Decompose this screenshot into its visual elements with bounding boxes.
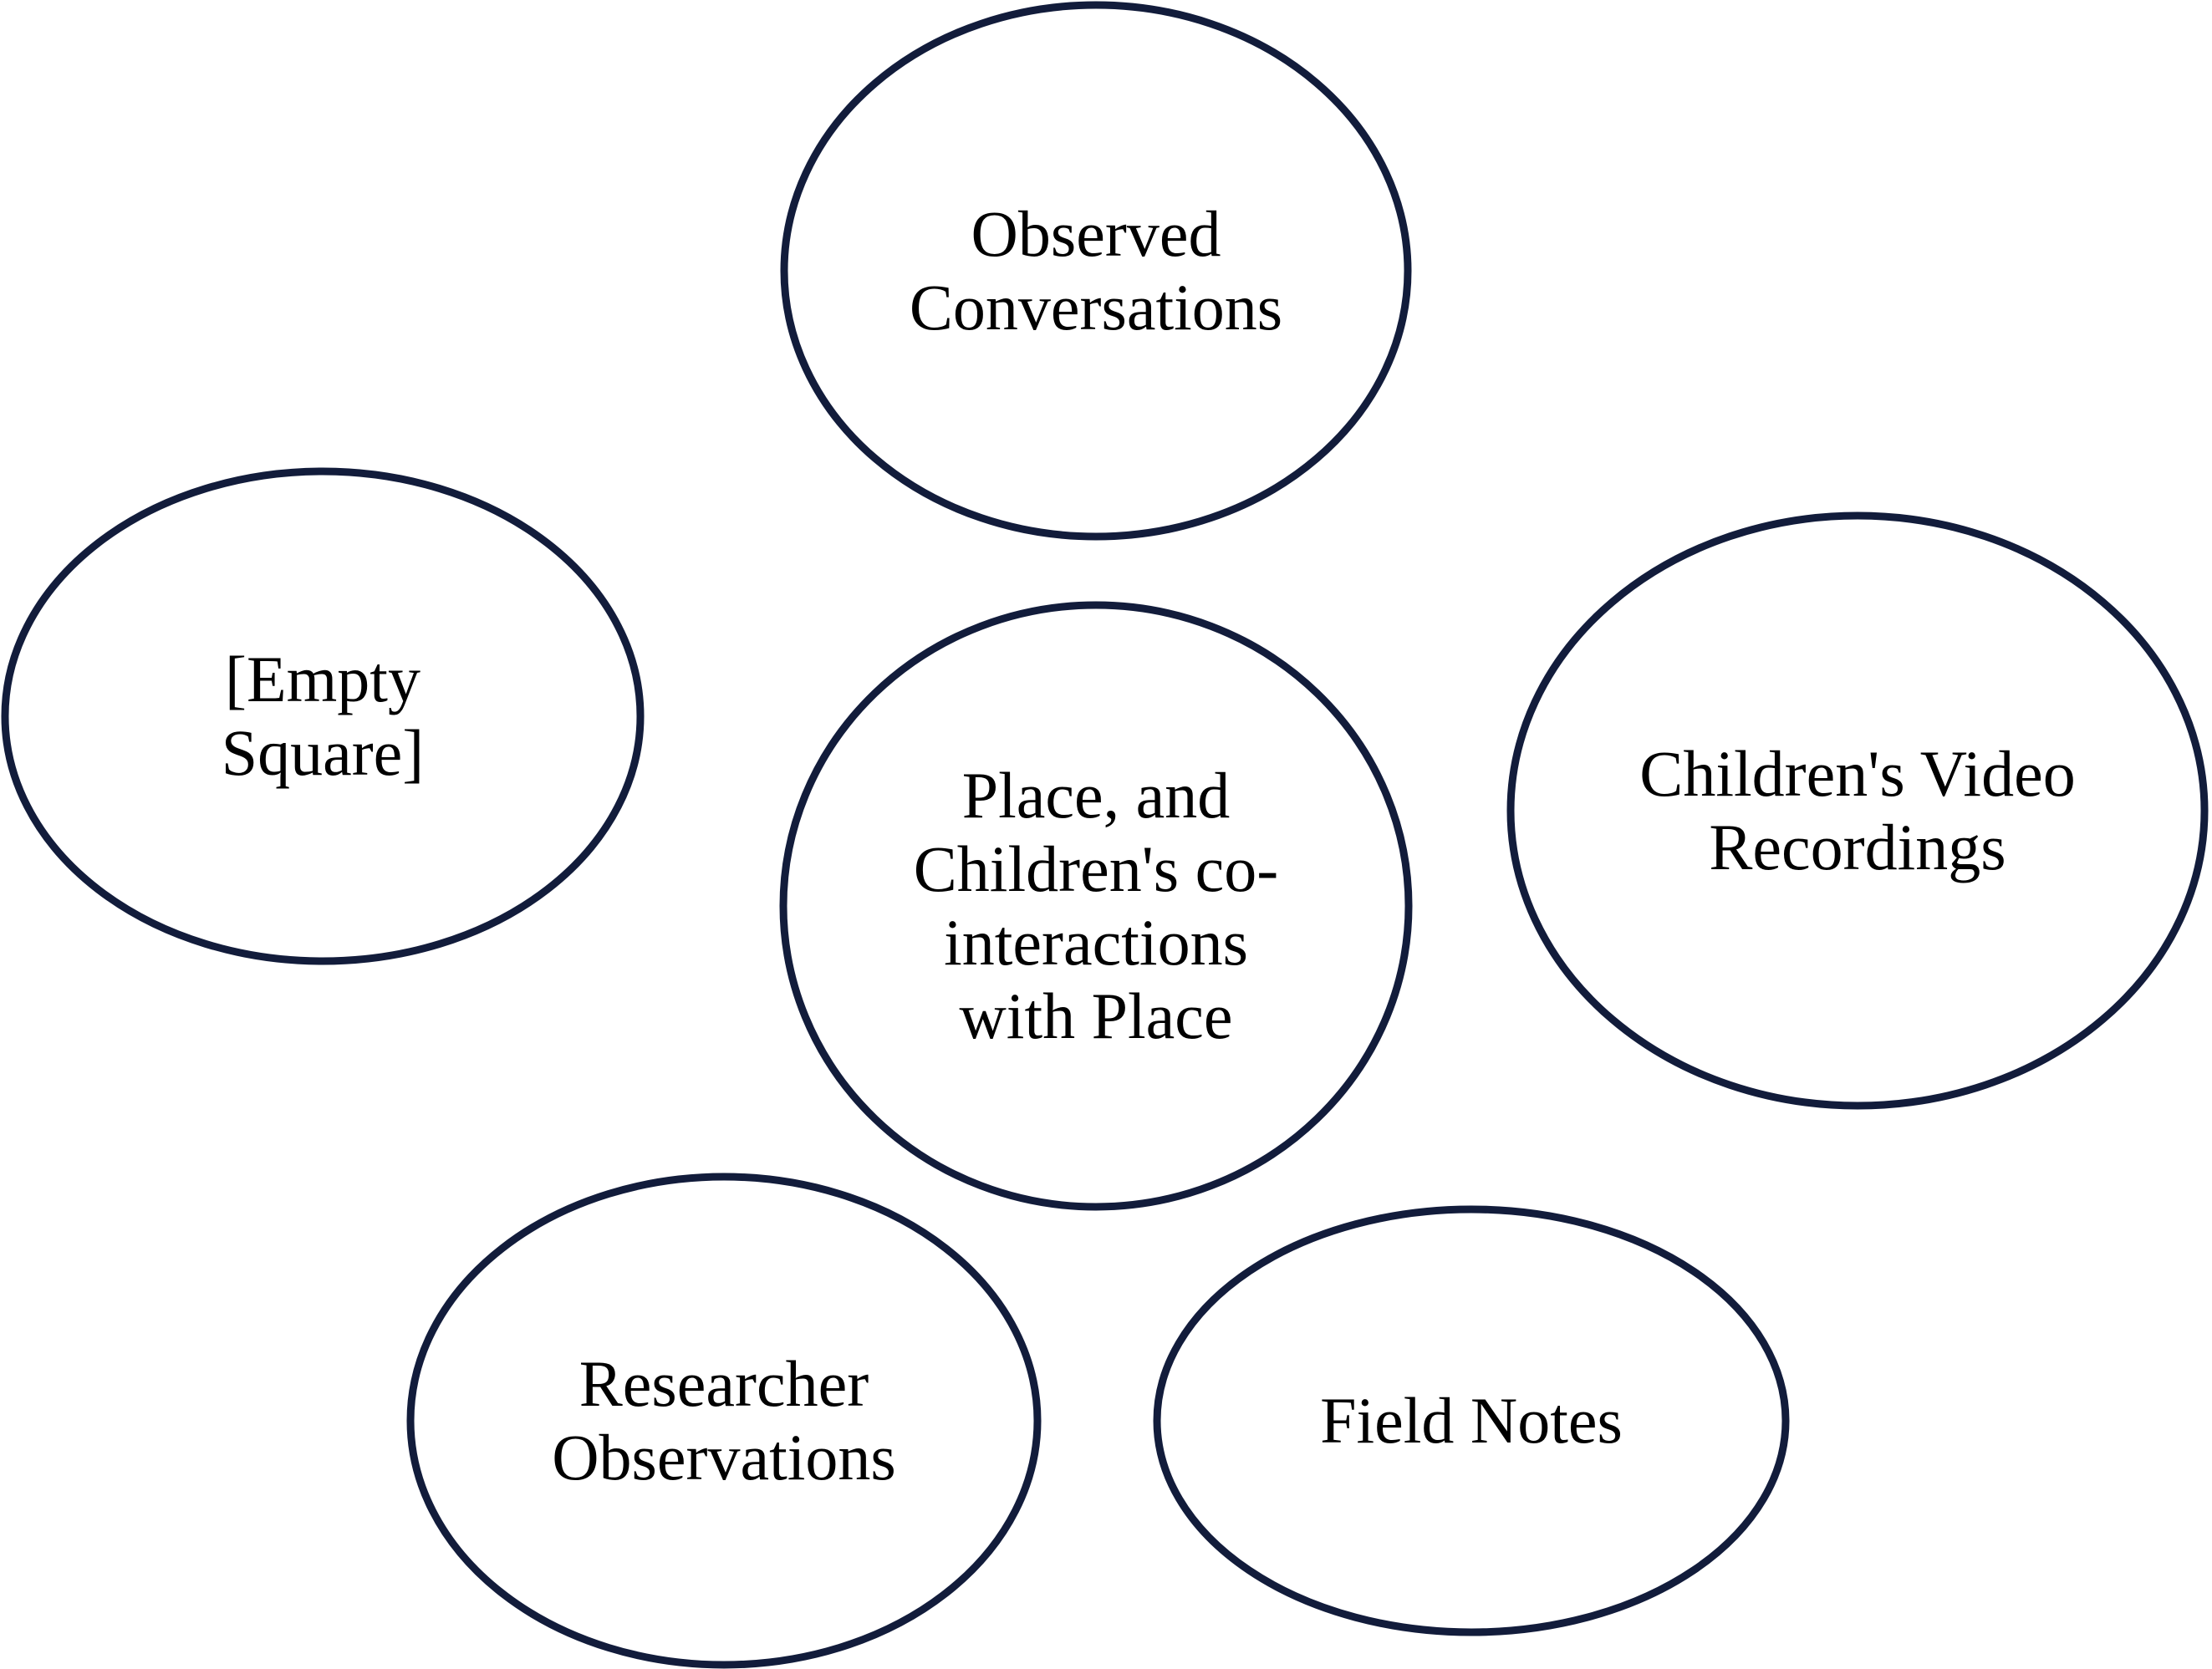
label-field-notes: Field Notes	[1320, 1384, 1623, 1457]
researcher-observations-line-2: Observations	[552, 1421, 896, 1493]
ellipse-place-children	[779, 601, 1413, 1211]
place-children-line-2: Children's co-	[914, 832, 1278, 905]
ellipse-researcher-observations	[406, 1173, 1042, 1669]
ellipse-observed-conversations	[780, 1, 1412, 541]
researcher-observations-line-1: Researcher	[579, 1347, 869, 1420]
place-children-line-4: with Place	[959, 980, 1232, 1052]
empty-square-line-2: Square]	[222, 716, 425, 789]
ellipse-empty-square	[1, 467, 645, 965]
node-field-notes: Field Notes	[1153, 1205, 1790, 1636]
empty-square-line-1: [Empty	[225, 643, 420, 715]
childrens-video-line-2: Recordings	[1709, 811, 2006, 883]
field-notes-line-1: Field Notes	[1320, 1384, 1623, 1457]
place-children-line-3: interactions	[944, 906, 1248, 979]
childrens-video-line-1: Children's Video	[1639, 737, 2075, 810]
place-children-line-1: Place, and	[962, 759, 1231, 832]
observed-conversations-line-1: Observed	[971, 197, 1221, 270]
ellipse-field-notes	[1153, 1205, 1790, 1636]
observed-conversations-line-2: Conversations	[910, 271, 1282, 343]
ellipse-childrens-video	[1506, 511, 2209, 1110]
